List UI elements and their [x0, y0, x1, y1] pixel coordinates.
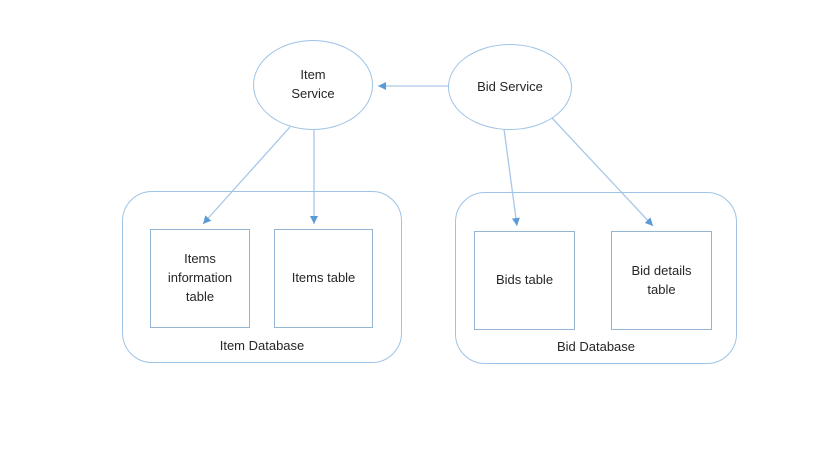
bids-table-label: Bids table: [495, 272, 554, 288]
items-information-table-label: Items information table: [167, 251, 233, 304]
group-bid-database: Bid Database: [455, 192, 737, 364]
node-item-service: Item Service: [253, 40, 373, 130]
group-item-database: Item Database: [122, 191, 402, 363]
bid-service-label: Bid Service: [477, 78, 543, 94]
bid-details-table-label: Bid details table: [631, 262, 692, 297]
node-items-table: Items table: [274, 229, 373, 328]
item-service-label: Item Service: [291, 67, 335, 101]
node-items-information-table: Items information table: [150, 229, 250, 328]
node-bid-service: Bid Service: [448, 44, 572, 130]
node-bids-table: Bids table: [474, 231, 575, 330]
bid-database-label: Bid Database: [556, 339, 636, 355]
item-database-label: Item Database: [219, 338, 305, 354]
items-table-label: Items table: [291, 270, 356, 286]
node-bid-details-table: Bid details table: [611, 231, 712, 330]
